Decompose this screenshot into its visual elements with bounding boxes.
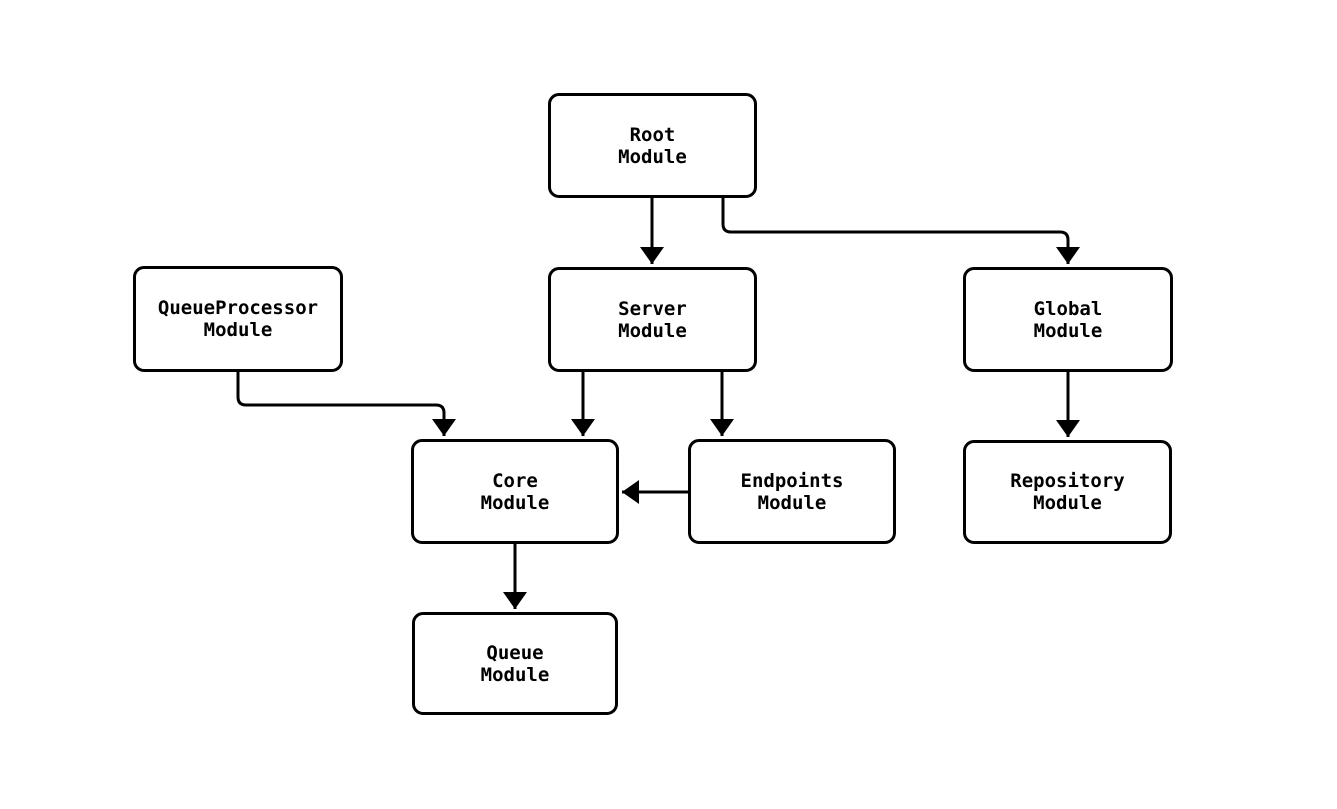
node-label-line: Queue [486,641,544,664]
node-global-module: Global Module [963,267,1173,372]
node-label-line: Module [1033,319,1103,342]
node-label-line: Module [1033,492,1102,514]
node-core-module: Core Module [411,439,619,544]
node-label-line: Module [480,491,550,514]
node-label-line: Module [757,491,827,514]
node-label-line: Repository [1010,470,1125,492]
node-label-line: Root [629,123,676,146]
node-label-line: Module [618,319,687,342]
node-label-line: QueueProcessor [157,297,319,319]
node-label-line: Module [203,319,273,341]
node-repository-module: Repository Module [963,440,1172,544]
node-queueprocessor-module: QueueProcessor Module [133,266,343,372]
node-label-line: Global [1033,297,1103,320]
edge-queueprocessor-to-core [236,372,456,436]
node-root-module: Root Module [548,93,757,198]
node-queue-module: Queue Module [412,612,618,715]
node-endpoints-module: Endpoints Module [688,439,896,544]
node-label-line: Module [618,145,687,168]
node-server-module: Server Module [548,267,757,372]
node-label-line: Endpoints [740,469,844,492]
node-label-line: Core [492,469,538,492]
node-label-line: Server [618,297,687,320]
edge-root-to-global [721,198,1080,264]
node-label-line: Module [480,663,550,686]
